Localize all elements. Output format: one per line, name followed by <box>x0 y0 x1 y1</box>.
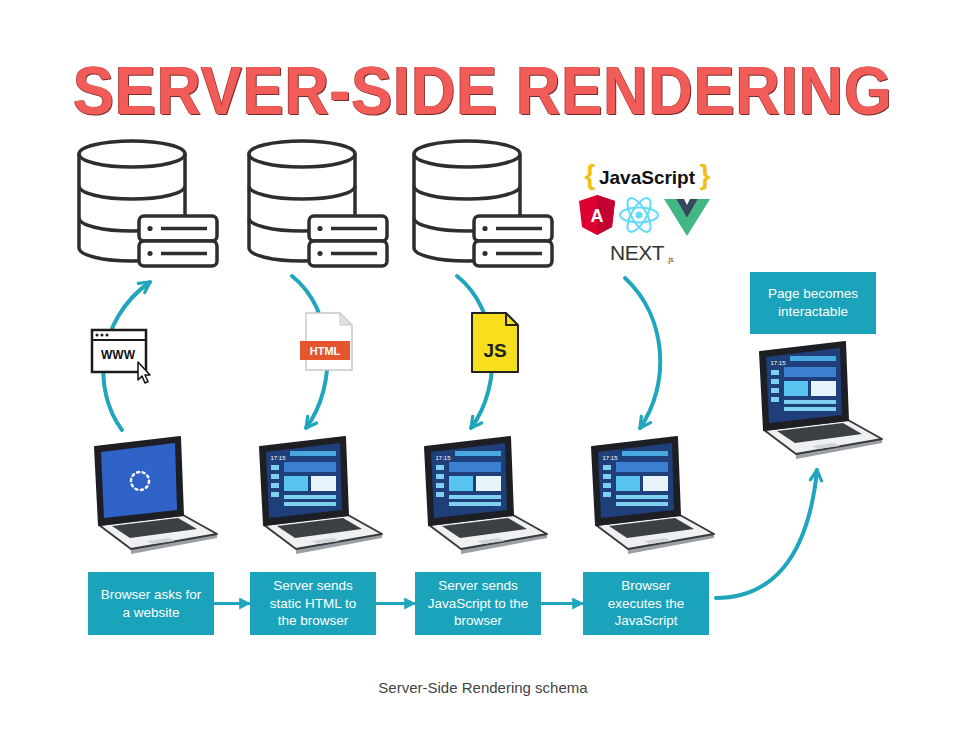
framework-logo: A <box>591 207 604 225</box>
box-text: Server sends static HTML to the browser <box>260 577 366 630</box>
laptop-icon <box>260 437 382 554</box>
js-file-icon <box>472 313 518 372</box>
process-box: Page becomes interactable <box>750 272 876 334</box>
flow-arrow <box>716 470 817 598</box>
html-file-icon <box>300 341 350 360</box>
html-file-icon <box>300 313 352 370</box>
react-logo <box>620 195 658 235</box>
angular-logo <box>579 195 615 235</box>
flow-arrow <box>103 276 817 598</box>
laptop-icon <box>101 443 177 518</box>
laptop-icon <box>431 443 507 518</box>
laptop-icon <box>425 437 547 554</box>
database-server-icon <box>249 141 387 266</box>
laptop-icon <box>425 437 547 554</box>
laptop-icon <box>760 342 882 459</box>
box-text: Page becomes interactable <box>760 285 866 320</box>
framework-logo: NEXT <box>610 242 664 263</box>
flow-arrow <box>214 602 250 605</box>
laptop-icon <box>266 443 342 518</box>
browser-icon <box>92 339 146 341</box>
html-file-icon <box>340 313 352 325</box>
file-label: JS <box>483 341 506 360</box>
laptop-icon <box>95 437 217 554</box>
flow-arrow <box>541 602 583 605</box>
angular-logo <box>579 195 615 235</box>
vue-logo <box>664 199 710 236</box>
react-logo <box>623 195 655 235</box>
process-box: Server sends static HTML to the browser <box>250 572 376 635</box>
box-text: Browser executes the JavaScript <box>593 577 699 630</box>
screen-time: 17:15 <box>435 455 450 461</box>
language-logo: JavaScript <box>599 168 695 187</box>
browser-icon <box>92 330 150 383</box>
laptop-icon <box>95 437 217 554</box>
diagram-title: SERVER-SIDE RENDERING <box>73 56 893 124</box>
browser-icon <box>138 362 150 383</box>
brace-symbol: } <box>700 161 711 189</box>
file-label: HTML <box>310 346 341 357</box>
flow-arrow <box>625 278 660 428</box>
flow-arrow <box>376 602 415 605</box>
process-box: Server sends JavaScript to the browser <box>415 572 541 635</box>
laptop-icon <box>592 437 714 554</box>
screen-time: 17:15 <box>270 455 285 461</box>
browser-icon <box>96 334 99 337</box>
database-server-icon <box>79 141 217 266</box>
laptop-icon <box>260 437 382 554</box>
js-file-icon <box>506 313 518 325</box>
box-text: Server sends JavaScript to the browser <box>425 577 531 630</box>
react-logo <box>620 208 658 223</box>
js-file-icon <box>472 313 518 372</box>
screen-time: 17:15 <box>770 360 785 366</box>
process-box: Browser asks for a website <box>88 572 214 635</box>
laptop-icon <box>592 437 714 554</box>
brace-symbol: { <box>585 161 596 189</box>
react-logo <box>636 212 643 219</box>
process-box: Browser executes the JavaScript <box>583 572 709 635</box>
vue-logo <box>676 199 698 218</box>
database-server-icon <box>414 141 552 266</box>
laptop-icon <box>760 342 882 459</box>
laptop-icon <box>766 348 842 423</box>
figure-caption: Server-Side Rendering schema <box>378 679 587 697</box>
icon-label: WWW <box>101 349 135 361</box>
laptop-icon <box>598 443 674 518</box>
browser-icon <box>106 334 109 337</box>
react-logo <box>623 195 655 235</box>
framework-logo: .js <box>667 256 674 263</box>
box-text: Browser asks for a website <box>98 586 204 621</box>
browser-icon <box>101 334 104 337</box>
vue-logo <box>664 199 710 236</box>
screen-time: 17:15 <box>602 455 617 461</box>
